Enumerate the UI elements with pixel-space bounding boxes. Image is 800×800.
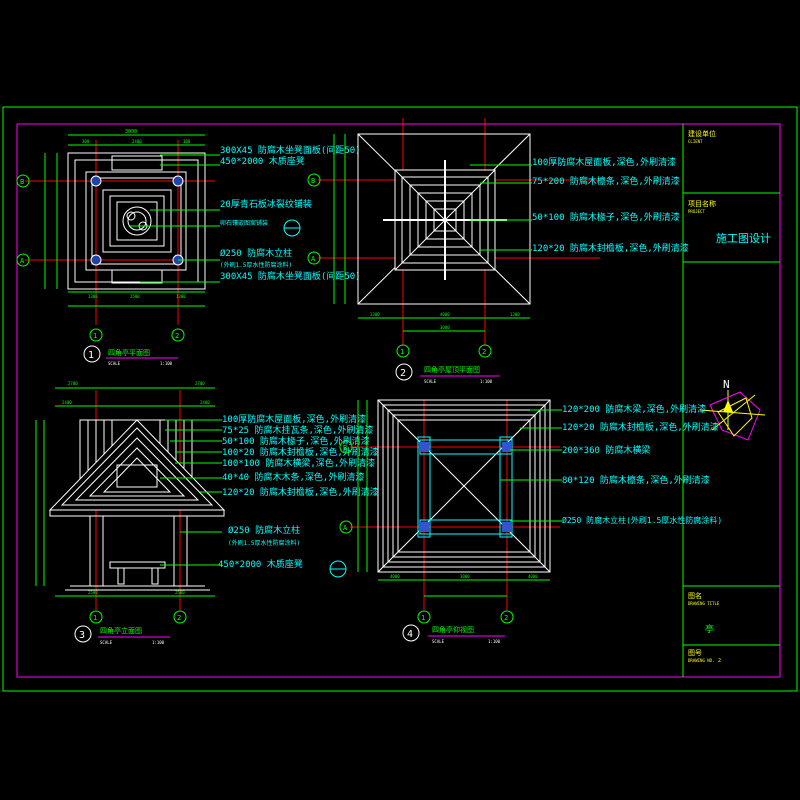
axis-2: 2 xyxy=(504,614,508,622)
scale-label: SCALE xyxy=(108,361,121,366)
view-number: 1 xyxy=(88,350,94,361)
axis-2: 2 xyxy=(175,332,179,340)
dim: 1300 xyxy=(370,312,380,317)
view-number: 3 xyxy=(79,630,85,641)
dim: 3000 xyxy=(125,129,137,135)
ceiling-note: 120*200 防腐木梁,深色,外刷清漆 xyxy=(562,403,706,415)
roof-plan-view: 1300 4000 1300 3000 B A 1 2 100厚防腐木屋面板,深… xyxy=(307,118,689,384)
view-number: 2 xyxy=(400,368,406,379)
elevation-note: 50*100 防腐木椽子,深色,外刷清漆 xyxy=(222,435,370,447)
axis-1: 1 xyxy=(400,348,404,356)
elevation-note: 120*20 防腐木封檐板,深色,外刷清漆 xyxy=(222,486,379,498)
plan-note: 300X45 防腐木坐凳面板(间距50) xyxy=(220,270,361,282)
scale-label: SCALE xyxy=(100,640,113,645)
elevation-note: (外刷1.5厚水性防腐涂料) xyxy=(228,539,300,547)
view-title: 四角亭平面图 xyxy=(108,348,150,357)
inner-frame xyxy=(16,123,781,678)
view-title: 四角亭屋顶平面图 xyxy=(424,365,480,374)
dim: 300 xyxy=(82,139,90,144)
project-en: PROJECT xyxy=(688,209,705,214)
axis-a: A xyxy=(311,255,316,263)
dim: 2700 xyxy=(68,381,78,386)
dim: 3000 xyxy=(440,325,450,330)
plan-note: (外刷1.5厚水性防腐涂料) xyxy=(220,261,292,269)
dim: 2700 xyxy=(195,381,205,386)
dim: 2400 xyxy=(200,400,210,405)
scale-value: 1:100 xyxy=(152,640,165,645)
dim: 4000 xyxy=(390,574,400,579)
dim: 2400 xyxy=(62,400,72,405)
axis-a: A xyxy=(20,257,25,265)
elevation-note: 100*100 防腐木横梁,深色,外刷清漆 xyxy=(222,457,375,469)
elevation-note: Ø250 防腐木立柱 xyxy=(228,524,300,536)
dim: 4000 xyxy=(528,574,538,579)
plan-note: 450*2000 木质座凳 xyxy=(220,155,305,167)
drawing-title-value: 亭 xyxy=(705,623,714,635)
dim: 3000 xyxy=(460,574,470,579)
view-title: 四角亭立面图 xyxy=(100,626,142,635)
dim: 1300 xyxy=(510,312,520,317)
drawing-no-label: 图号 xyxy=(688,649,702,657)
plan-note: 20厚青石板冰裂纹铺装 xyxy=(220,198,312,210)
plan-view: 3000 300 2400 300 1300 2500 1300 B A 1 2… xyxy=(16,129,361,366)
drawing-no-value: 2 xyxy=(718,658,721,664)
ceiling-note: 120*20 防腐木封檐板,深色,外刷清漆 xyxy=(562,421,719,433)
roof-note: 50*100 防腐木椽子,深色,外刷清漆 xyxy=(532,211,680,223)
scale-value: 1:100 xyxy=(488,639,501,644)
view-title: 四角亭仰视图 xyxy=(432,625,474,634)
dim: 2500 xyxy=(175,590,185,595)
roof-note: 75*200 防腐木檩条,深色,外刷清漆 xyxy=(532,175,680,187)
axis-a: A xyxy=(343,524,348,532)
dim: 2400 xyxy=(132,139,142,144)
axis-b: B xyxy=(343,444,347,452)
north-label: N xyxy=(723,378,730,391)
elevation-note: 75*25 防腐木挂瓦条,深色,外刷清漆 xyxy=(222,424,373,436)
elevation-note: 100厚防腐木屋面板,深色,外刷清漆 xyxy=(222,413,366,425)
elevation-view: 2700 2700 2400 2400 2500 2500 1 2 100厚防腐… xyxy=(35,381,379,645)
axis-1: 1 xyxy=(421,614,425,622)
dim: 1300 xyxy=(88,294,98,299)
north-arrow-icon: N xyxy=(699,378,766,441)
scale-value: 1:100 xyxy=(480,379,493,384)
roof-note: 120*20 防腐木封檐板,深色,外刷清漆 xyxy=(532,242,689,254)
axis-1: 1 xyxy=(93,614,97,622)
elevation-note: 450*2000 木质座凳 xyxy=(218,558,303,570)
axis-2: 2 xyxy=(177,614,181,622)
ceiling-note: Ø250 防腐木立柱(外刷1.5厚水性防腐涂料) xyxy=(562,515,722,525)
scale-value: 1:100 xyxy=(160,361,173,366)
view-number: 4 xyxy=(407,629,413,640)
axis-b: B xyxy=(20,178,24,186)
drawing-no-en: DRAWING NO. xyxy=(688,658,715,663)
axis-1: 1 xyxy=(93,332,97,340)
elevation-note: 40*40 防腐木木条,深色,外刷清漆 xyxy=(222,471,364,483)
dim: 2500 xyxy=(130,294,140,299)
roof-note: 100厚防腐木屋面板,深色,外刷清漆 xyxy=(532,156,676,168)
plan-note: 卵石镶嵌图案铺装 xyxy=(220,219,268,227)
client-label: 建设单位 xyxy=(688,129,716,138)
project-label: 项目名称 xyxy=(688,199,716,208)
dim: 300 xyxy=(183,139,191,144)
ceiling-note: 80*120 防腐木檩条,深色,外刷清漆 xyxy=(562,474,710,486)
axis-2: 2 xyxy=(482,348,486,356)
plan-note: Ø250 防腐木立柱 xyxy=(220,247,292,259)
ceiling-note: 200*360 防腐木横梁 xyxy=(562,444,650,456)
plan-note: 300X45 防腐木坐凳面板(间距50) xyxy=(220,144,361,156)
project-name: 施工图设计 xyxy=(716,232,771,245)
ceiling-view: 4000 3000 4000 B A 1 2 120*200 防腐木梁,深色,外… xyxy=(339,399,722,644)
outer-frame xyxy=(2,106,798,692)
title-block: 建设单位 CLIENT 项目名称 PROJECT 施工图设计 图名 DRAWIN… xyxy=(682,124,780,677)
elevation-note: 100*20 防腐木封檐板,深色,外刷清漆 xyxy=(222,446,379,458)
dim: 1300 xyxy=(176,294,186,299)
drawing-title-en: DRAWING TITLE xyxy=(688,601,720,606)
scale-label: SCALE xyxy=(424,379,437,384)
dim: 4000 xyxy=(440,312,450,317)
drawing-title-label: 图名 xyxy=(688,591,702,600)
dim: 2500 xyxy=(88,590,98,595)
client-en: CLIENT xyxy=(688,139,703,144)
axis-b: B xyxy=(311,177,315,185)
scale-label: SCALE xyxy=(432,639,445,644)
